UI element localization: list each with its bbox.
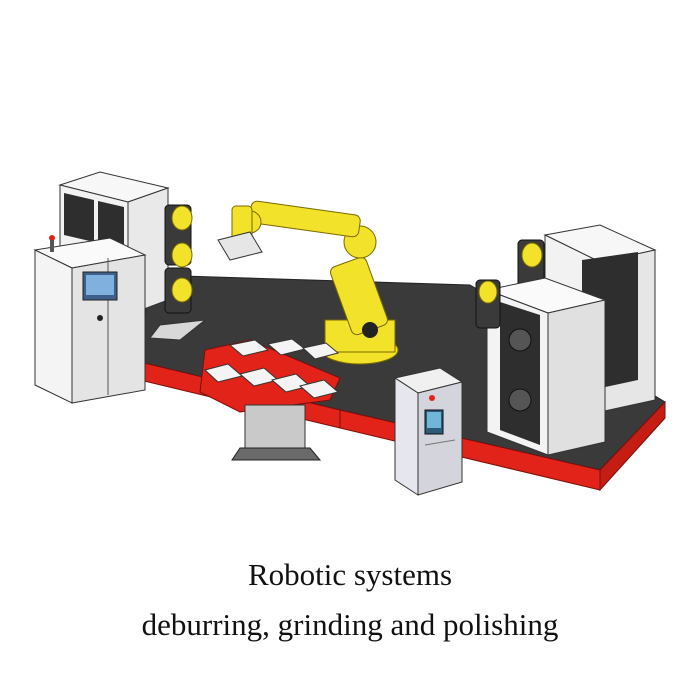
caption-subtitle: deburring, grinding and polishing [141,607,559,642]
parts-tray-table [199,338,341,461]
right-front-grinder-cabinet [475,277,607,456]
caption-title: Robotic systems [247,557,453,592]
left-belt-grinders [149,204,207,341]
operator-console [393,367,464,496]
left-control-cabinet [33,235,147,404]
robot-arm [217,200,399,365]
robotic-cell-illustration [33,171,666,496]
